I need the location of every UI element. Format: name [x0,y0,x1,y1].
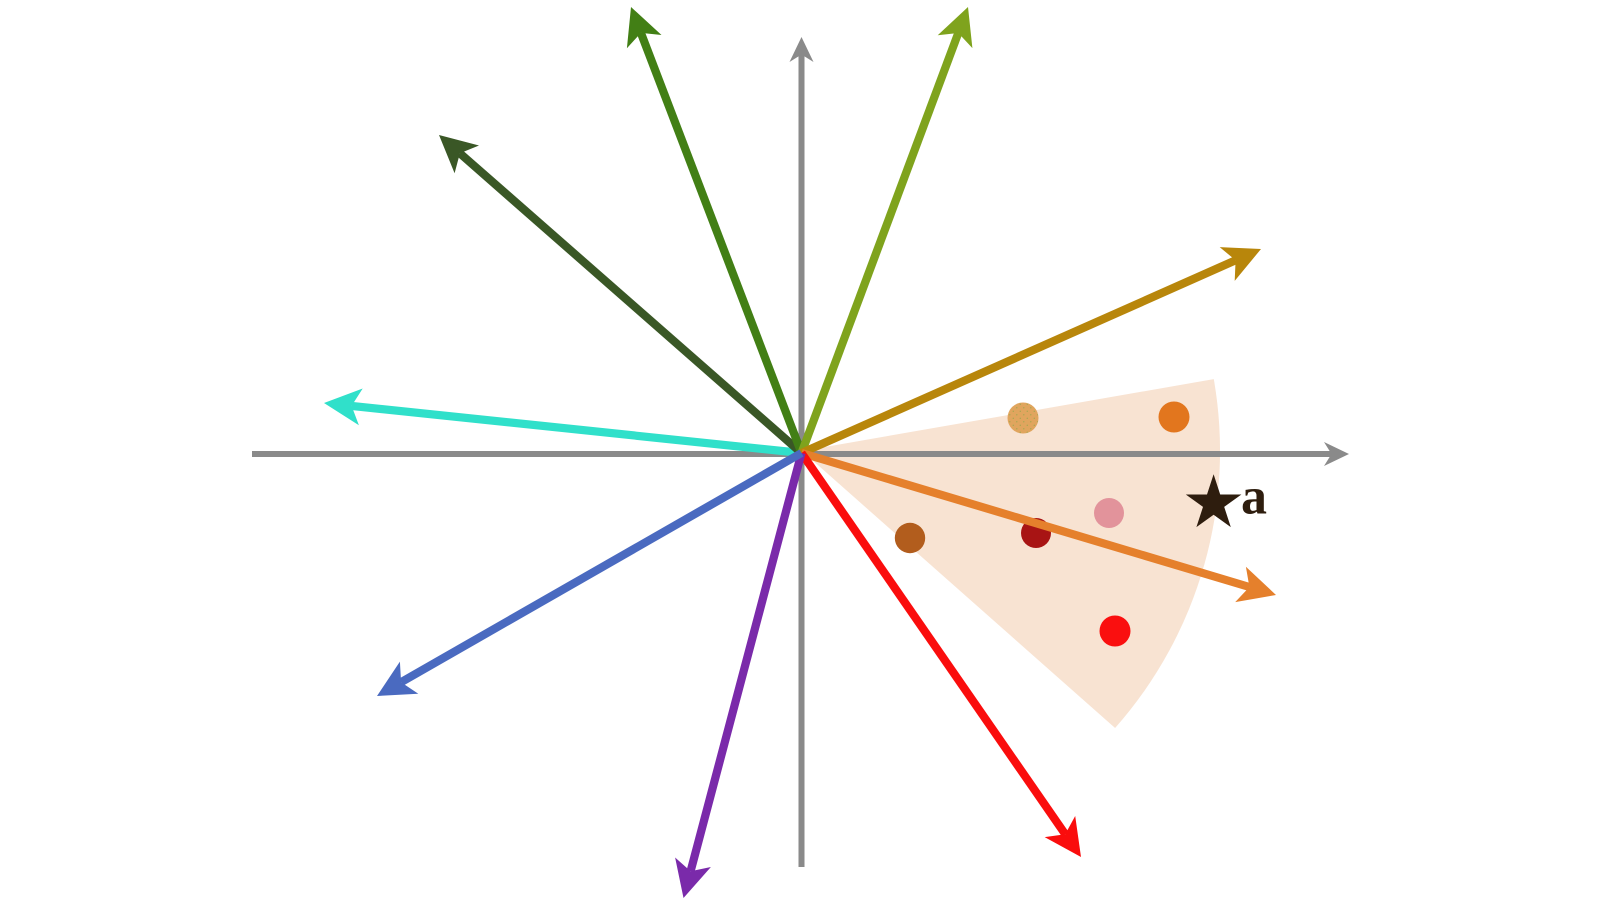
svg-text:a: a [1241,469,1267,526]
